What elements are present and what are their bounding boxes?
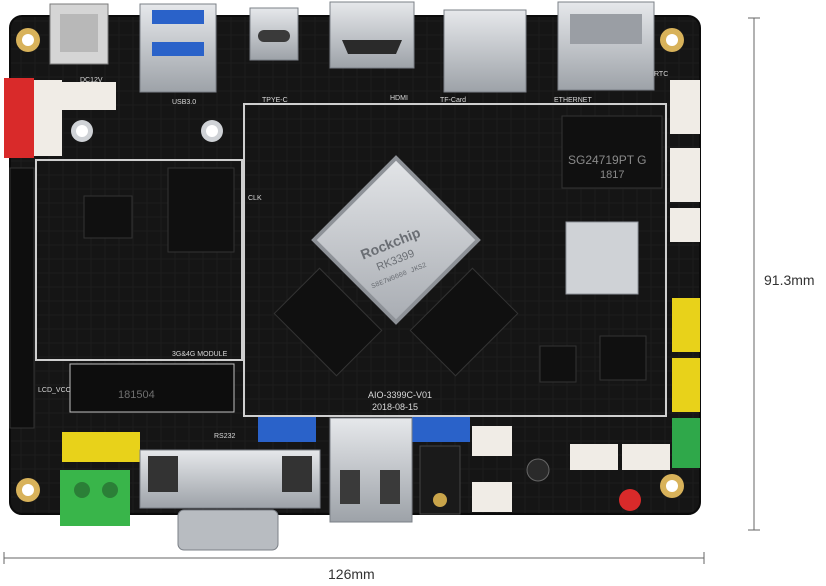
emmc-chip [167,167,235,253]
dram-chip [409,267,519,377]
rtc-silk: RTC [654,71,668,78]
small-chip [599,335,647,381]
dimension-lines [3,17,760,564]
mini-pcie-slot [69,363,235,413]
yellow-jst-connector [62,432,140,462]
small-chip [539,345,577,383]
red-led-button [619,489,641,511]
red-jst-connector [4,78,34,158]
gpio-header [9,167,35,429]
db9-connector [139,449,321,551]
hdmi-port [329,1,415,69]
white-jst-connector [60,82,116,110]
yellow-jst-connector [672,358,700,412]
rs232-silk: RS232 [214,433,236,440]
white-jst-connector [670,80,700,134]
blue-jst-connector [258,416,316,442]
white-jst-connector [670,208,700,242]
3g4g-module-outline [35,159,243,361]
core-module-outline [243,103,667,417]
board-name: AIO-3399C-V01 [368,390,432,400]
wifi-module [565,221,639,295]
board-date: 2018-08-15 [372,402,418,412]
white-jst-connector [570,444,618,470]
width-dimension-label: 126mm [328,566,375,582]
tf-silk: TF-Card [440,97,466,104]
green-jst-connector [672,418,700,468]
white-jst-connector [670,148,700,202]
small-chip [83,195,133,239]
pmic-chip [561,115,663,189]
button [526,458,550,482]
yellow-jst-connector [672,298,700,352]
right-connectors [472,80,700,512]
usb-silk: USB3.0 [172,99,196,106]
lcd-silk: LCD_VCC [38,387,71,394]
ethernet-silk: ETHERNET [554,97,592,104]
white-jst-connector [472,426,512,456]
clk-silk: CLK [248,195,262,202]
dc-silk: DC12V [80,77,103,84]
slot-code: 181504 [118,389,155,401]
left-connectors [4,78,140,526]
top-connectors [49,1,655,93]
white-jst-connector [622,444,670,470]
typec-silk: TPYE-C [262,97,288,104]
height-dimension-label: 91.3mm [764,272,815,288]
white-jst-connector [472,482,512,512]
side-chip-label: SG24719PT G [568,153,647,167]
side-chip-code: 1817 [600,169,624,181]
dram-chip [273,267,383,377]
hdmi-silk: HDMI [390,95,408,102]
tf-card-slot [443,9,527,93]
blue-jst-connector [412,416,470,442]
module-silk: 3G&4G MODULE [172,351,228,358]
mounting-holes [16,28,684,502]
green-terminal-block [60,470,130,526]
